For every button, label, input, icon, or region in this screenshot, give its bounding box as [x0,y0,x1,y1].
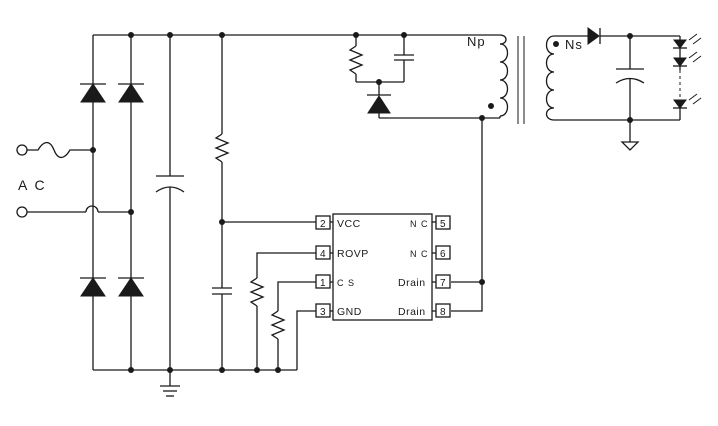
pin-number-5: 5 [440,219,446,230]
bridge-diode-4 [118,277,144,297]
primary-winding [499,43,509,117]
led-1 [673,39,687,49]
bridge-diode-3 [80,277,106,297]
output-diode [587,27,600,45]
bridge-diode-2 [118,83,144,103]
bridge-diode-1 [80,83,106,103]
pin-number-2: 2 [320,219,326,230]
fuse [27,141,93,159]
transformer: Np Ns [467,34,583,124]
ac-terminal-top [16,144,28,156]
led-string [673,33,702,120]
primary-winding-label: Np [467,34,486,49]
ic-body [332,213,433,321]
ac-label: A C [18,177,47,193]
secondary-winding [545,35,555,121]
ac-terminal-bottom [16,206,28,218]
pin-name-nc-6: N C [410,249,429,259]
pin-number-7: 7 [440,278,446,289]
pin-name-gnd: GND [337,306,362,318]
pin-number-8: 8 [440,307,446,318]
output-ground [620,141,640,151]
pin-number-1: 1 [320,278,326,289]
led-2 [673,57,687,67]
bulk-capacitor [155,35,185,370]
vcc-capacitor [212,287,232,370]
output-stage [554,27,702,151]
snubber-diode [367,95,391,114]
controller-ic: 2 4 1 3 5 6 7 8 VCC ROVP C S GND N C N C… [315,213,451,321]
cs-resistor [270,281,316,370]
ac-input: A C [16,141,131,218]
bridge-rectifier [80,35,144,370]
rcd-snubber [348,32,482,119]
pin-name-vcc: VCC [337,218,361,230]
pin-number-6: 6 [440,249,446,260]
pin-name-rovp: ROVP [337,248,369,260]
rovp-resistor [249,252,316,370]
pin-name-drain-7: Drain [398,277,426,289]
ground-symbol [160,370,180,397]
pin-name-cs: C S [337,278,355,288]
led-3 [673,99,687,109]
pin-number-4: 4 [320,249,326,260]
pin-name-nc-5: N C [410,219,429,229]
secondary-winding-label: Ns [565,37,583,52]
pin-name-drain-8: Drain [398,306,426,318]
pin-number-3: 3 [320,307,326,318]
startup-resistor [214,35,230,288]
